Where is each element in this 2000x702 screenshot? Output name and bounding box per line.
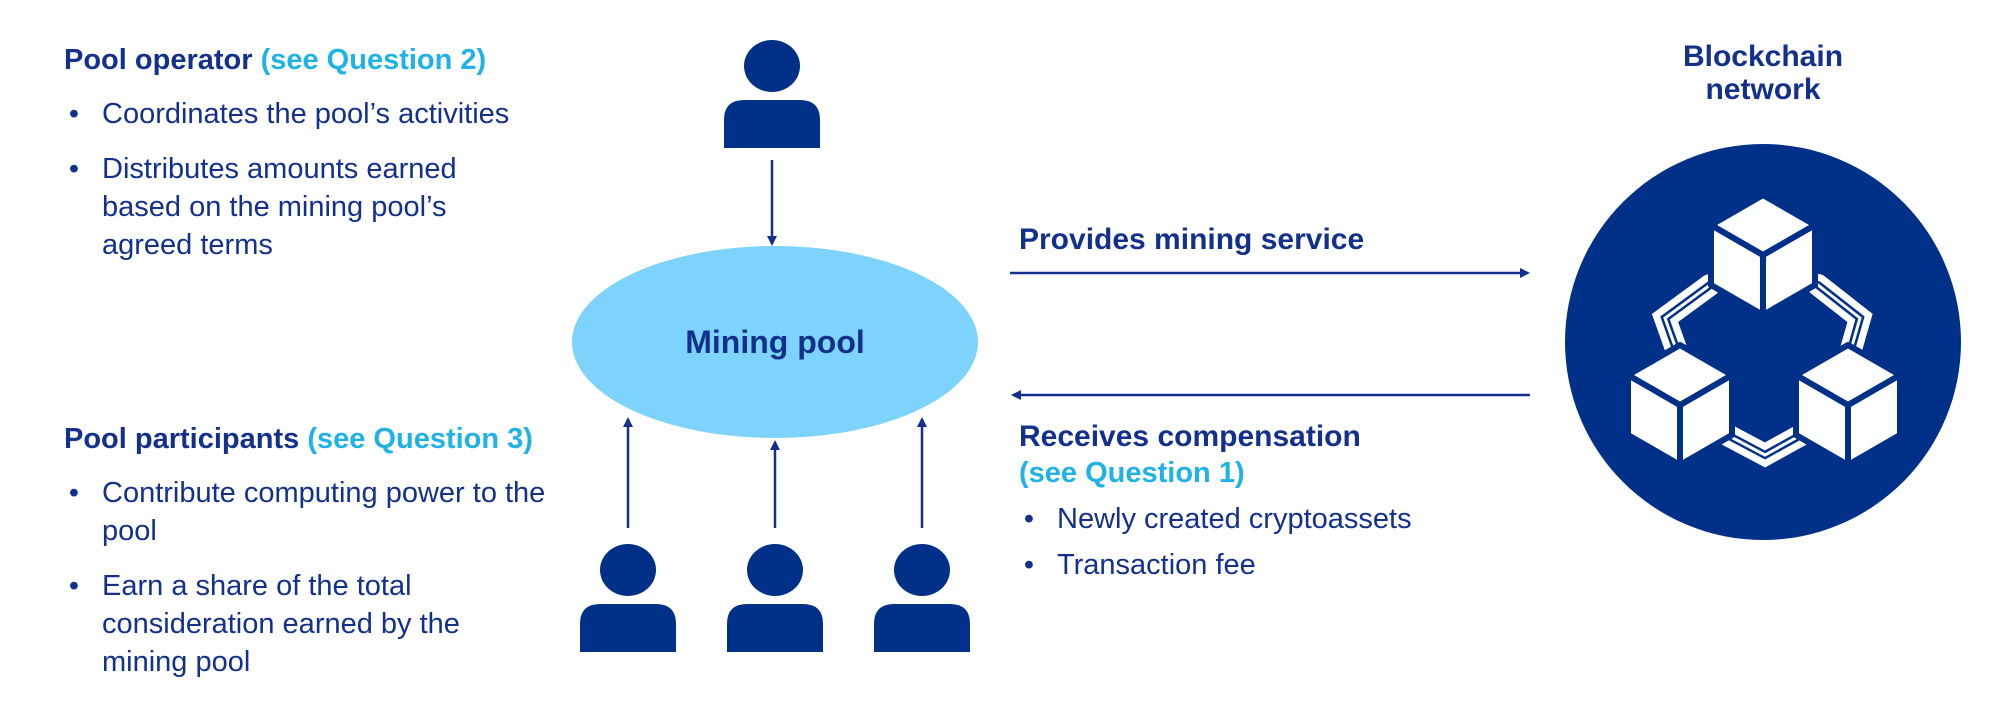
operator-heading: Pool operator (see Question 2) (64, 44, 486, 77)
provides-label: Provides mining service (1019, 223, 1365, 256)
blockchain-title-line1: Blockchain (1682, 40, 1844, 73)
participant-person-icon-3 (874, 544, 970, 652)
list-item: •Coordinates the pool’s activities (68, 98, 510, 130)
mining-pool-ellipse (572, 246, 978, 438)
operator-title: Pool operator (64, 44, 253, 76)
list-item: •Earn a share of the total consideration… (68, 570, 460, 678)
participant-person-icon-2 (727, 544, 823, 652)
participants-bullet-list: •Contribute computing power to the pool … (64, 474, 584, 698)
participant-person-icon-1 (580, 544, 676, 652)
operator-ref: (see Question 2) (260, 44, 487, 76)
receives-label: Receives compensation (1019, 420, 1361, 453)
participants-ref: (see Question 3) (307, 423, 533, 455)
receives-ref: (see Question 1) (1019, 457, 1245, 489)
list-item: •Newly created cryptoassets (1023, 503, 1412, 535)
blockchain-title-line2: network (1705, 73, 1821, 106)
participants-title: Pool participants (64, 423, 300, 455)
operator-person-icon (724, 40, 820, 148)
blockchain-title: Blockchain network (1653, 40, 1873, 106)
participants-heading: Pool participants (see Question 3) (64, 423, 533, 456)
receives-bullet-list: •Newly created cryptoassets •Transaction… (1019, 500, 1499, 592)
operator-bullet-list: •Coordinates the pool’s activities •Dist… (64, 95, 584, 281)
list-item: •Distributes amounts earned based on the… (68, 153, 457, 261)
mining-pool-label: Mining pool (685, 324, 865, 360)
list-item: •Contribute computing power to the pool (68, 477, 546, 547)
blockchain-cubes-icon (1628, 195, 1900, 465)
list-item: •Transaction fee (1023, 549, 1256, 581)
